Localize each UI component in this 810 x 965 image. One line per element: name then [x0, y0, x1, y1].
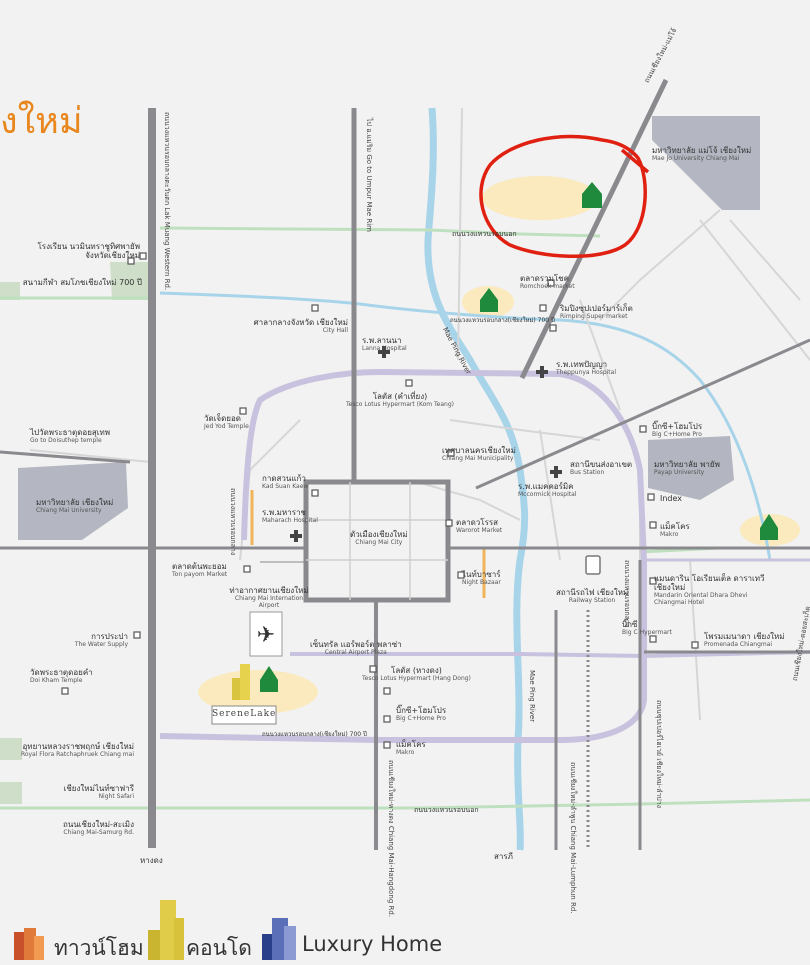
serenelake-box: [211, 705, 277, 725]
south-ring-road: [290, 650, 810, 659]
road-label-ring3-south: ถนนวงแหวนรอบนอก: [414, 806, 479, 814]
legend-condo: คอนโด: [186, 936, 252, 960]
map-legend: ทาวน์โฮม คอนโด Luxury Home: [0, 898, 810, 960]
place-cityhall: ศาลากลางจังหวัด เชียงใหม่City Hall: [253, 318, 348, 334]
road-label-hangdong: ถนนเชียงใหม่-หางดง Chiang Mai-Hangdong R…: [387, 760, 395, 918]
road-label-ring3-north: ถนนวงแหวนรอบนอก: [452, 230, 517, 238]
project-marker-north: [582, 182, 602, 208]
condo-legend-icon: [148, 900, 184, 960]
airport-icon: ✈: [249, 611, 283, 657]
place-lotus-hd: โลตัส (หางดง)Tesco Lotus Hypermart (Hang…: [362, 666, 471, 682]
road-label-left-outer: ถนนวงแหวนรอบกลางตะวันตก Lak Muang Wester…: [163, 112, 171, 291]
place-maejo: มหาวิทยาลัย แม่โจ้ เชียงใหม่Mae Jo Unive…: [652, 146, 752, 162]
hospital-icons: [290, 346, 562, 542]
road-label-lamphun: ถนนเชียงใหม่-ลำพูน Chiang Mai-Lumphun Rd…: [569, 762, 577, 914]
place-school: โรงเรียน นวมินทราชูทิศพายัพจังหวัดเชียงใ…: [37, 242, 140, 260]
luxury-home-legend-icon: [262, 918, 296, 960]
place-airport: ท่าอากาศยานเชียงใหม่Chiang Mai Internati…: [229, 586, 309, 609]
place-lotus-kt: โลตัส (คำเที่ยง)Tesco Lotus Hypermart (K…: [346, 392, 454, 408]
road-label-sarapee: สารภี: [494, 852, 513, 861]
project-glow-serene: [198, 670, 318, 714]
road-label-ring2-south: ถนนวงแหวนรอบกลาง(เชียงใหม่) 700 ปี: [262, 731, 367, 738]
place-promenada: โพรมเมนาดา เชียงใหม่Promenada Chiangmai: [704, 632, 785, 648]
place-index: Index: [660, 494, 683, 503]
place-cmu: มหาวิทยาลัย เชียงใหม่Chiang Mai Universi…: [36, 498, 114, 514]
poi-markers: [61, 252, 699, 749]
old-city-streets: [306, 482, 448, 600]
place-stadium: สนามกีฬา สมโภชเชียงใหม่ 700 ปี: [22, 278, 142, 287]
legend-townhome: ทาวน์โฮม: [54, 936, 144, 960]
road-label-ring2-north: ถนนวงแหวนรอบกลาง(เชียงใหม่) 700 ปี: [450, 317, 555, 324]
project-marker-east: [760, 514, 778, 540]
minor-roads: [29, 107, 810, 721]
place-municipal: เทศบาลนครเชียงใหม่Chiang Mai Municipalit…: [442, 446, 516, 462]
road-label-river-2: Mae Ping River: [528, 670, 536, 723]
stadium-area: [110, 262, 148, 300]
project-marker-mid: [480, 288, 498, 312]
train-icon: [585, 555, 601, 575]
royalflora-area: [0, 738, 22, 760]
road-label-superhighway: ถนนซุปเปอร์ไฮเวย์ เชียงใหม่-ลำปาง: [655, 700, 663, 809]
cmu-area: [18, 462, 128, 540]
place-bigc-hyper: บิ๊กซีBig C Hypermart: [622, 620, 672, 636]
svg-text:✈: ✈: [257, 623, 275, 648]
outer-ring-south: [0, 798, 810, 810]
maejo-university-area: [652, 116, 760, 210]
stadium-area-2: [0, 282, 20, 300]
old-city-square: [303, 479, 451, 603]
highlight-circle: [479, 134, 650, 258]
road-label-hangdong-end: หางดง: [140, 856, 163, 865]
townhome-legend-icon: [14, 928, 44, 960]
canal: [159, 291, 772, 561]
place-royalflora: อุทยานหลวงราชพฤกษ์ เชียงใหม่Royal Flora …: [20, 742, 134, 758]
project-marker-serene: [260, 666, 278, 692]
place-nightsafari: เชียงใหม่ไนท์ซาฟารีNight Safari: [63, 784, 134, 800]
map-title: งใหม่: [0, 101, 83, 142]
place-nightbazaar: ไนท์บาซาร์Night Bazaar: [462, 570, 501, 586]
legend-luxury: Luxury Home: [302, 932, 443, 956]
outer-ring-north: [159, 226, 601, 238]
project-markers: [260, 182, 778, 692]
major-roads: [0, 78, 810, 850]
place-mandarin: แมนดาริน โอเรียนเต็ล ดาราเทวี เชียงใหม่M…: [654, 574, 765, 606]
payap-area: [648, 436, 734, 500]
place-serenelake: SereneLake: [212, 709, 277, 719]
project-glow-north: [482, 176, 598, 220]
road-label-mae-rim: ไป อ.แม่ริม Go to Umpur Mae Rim: [365, 118, 373, 232]
place-railway: สถานีรถไฟ เชียงใหม่Railway Station: [556, 588, 629, 604]
middle-ring-road: [159, 368, 647, 743]
serene-towers: [232, 664, 250, 700]
place-oldcity: ตัวเมืองเชียงใหม่Chiang Mai City: [350, 530, 408, 546]
road-label-ring-west: ถนนวงแหวนรอบกลาง: [229, 488, 237, 556]
nightsafari-area: [0, 782, 22, 804]
